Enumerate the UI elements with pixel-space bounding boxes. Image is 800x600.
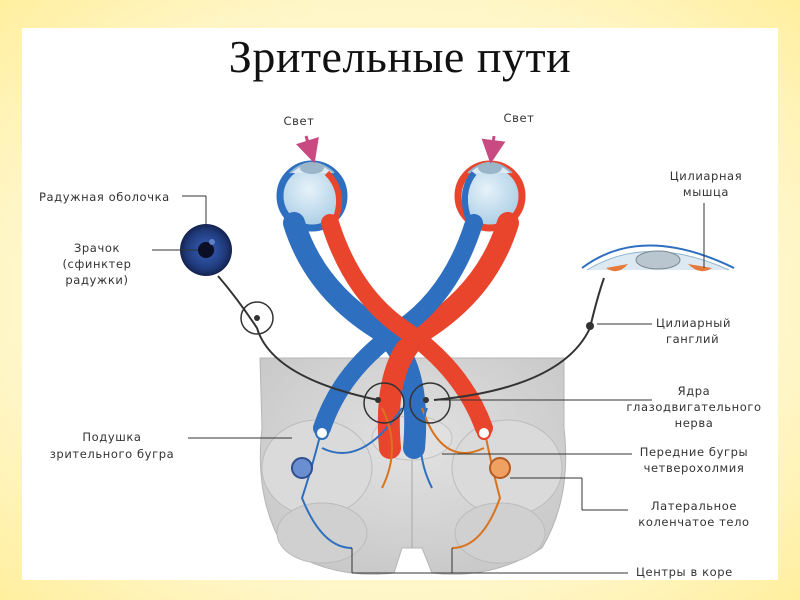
label-iris: Радужная оболочка [39,190,170,204]
fibers [300,407,502,573]
label-lgn-2: коленчатое тело [638,515,749,529]
label-oculomotor-3: нерва [675,416,714,430]
label-cortex: Центры в коре [636,565,733,579]
ciliary-eye [581,244,735,272]
label-ciliary-muscle-1: Цилиарная [670,169,742,183]
slide: Зрительные пути [22,28,778,580]
light-arrows [295,135,506,164]
optic-tracts [283,212,519,459]
label-light-right: Свет [504,111,535,125]
iris-image [180,224,232,276]
label-colliculi-2: четверохолмия [644,461,745,475]
label-pupil-2: (сфинктер [62,257,131,271]
lgn-nodes [291,426,511,479]
right-eye [454,160,526,232]
label-ciliary-ganglion-1: Цилиарный [656,316,731,330]
label-pupil-1: Зрачок [74,241,120,255]
pupil-pathway [217,275,379,401]
leader-lines [152,195,705,574]
visual-pathways-diagram: Свет Свет Радужная оболочка Зрачок (сфин… [39,111,761,579]
oculomotor-nuclei [363,382,451,424]
label-pulvinar-2: зрительного бугра [50,447,175,461]
label-colliculi-1: Передние бугры [640,445,749,459]
left-eye [276,160,348,232]
label-pupil-3: радужки) [65,273,128,287]
label-ciliary-muscle-2: мышца [683,185,729,199]
label-oculomotor-1: Ядра [678,384,711,398]
label-light-left: Свет [284,114,315,128]
label-lgn-1: Латеральное [651,499,737,513]
ciliary-pathway [433,277,605,401]
label-ciliary-ganglion-2: ганглий [666,332,719,346]
label-pulvinar-1: Подушка [82,430,141,444]
label-oculomotor-2: глазодвигательного [626,400,761,414]
slide-title: Зрительные пути [228,31,572,82]
